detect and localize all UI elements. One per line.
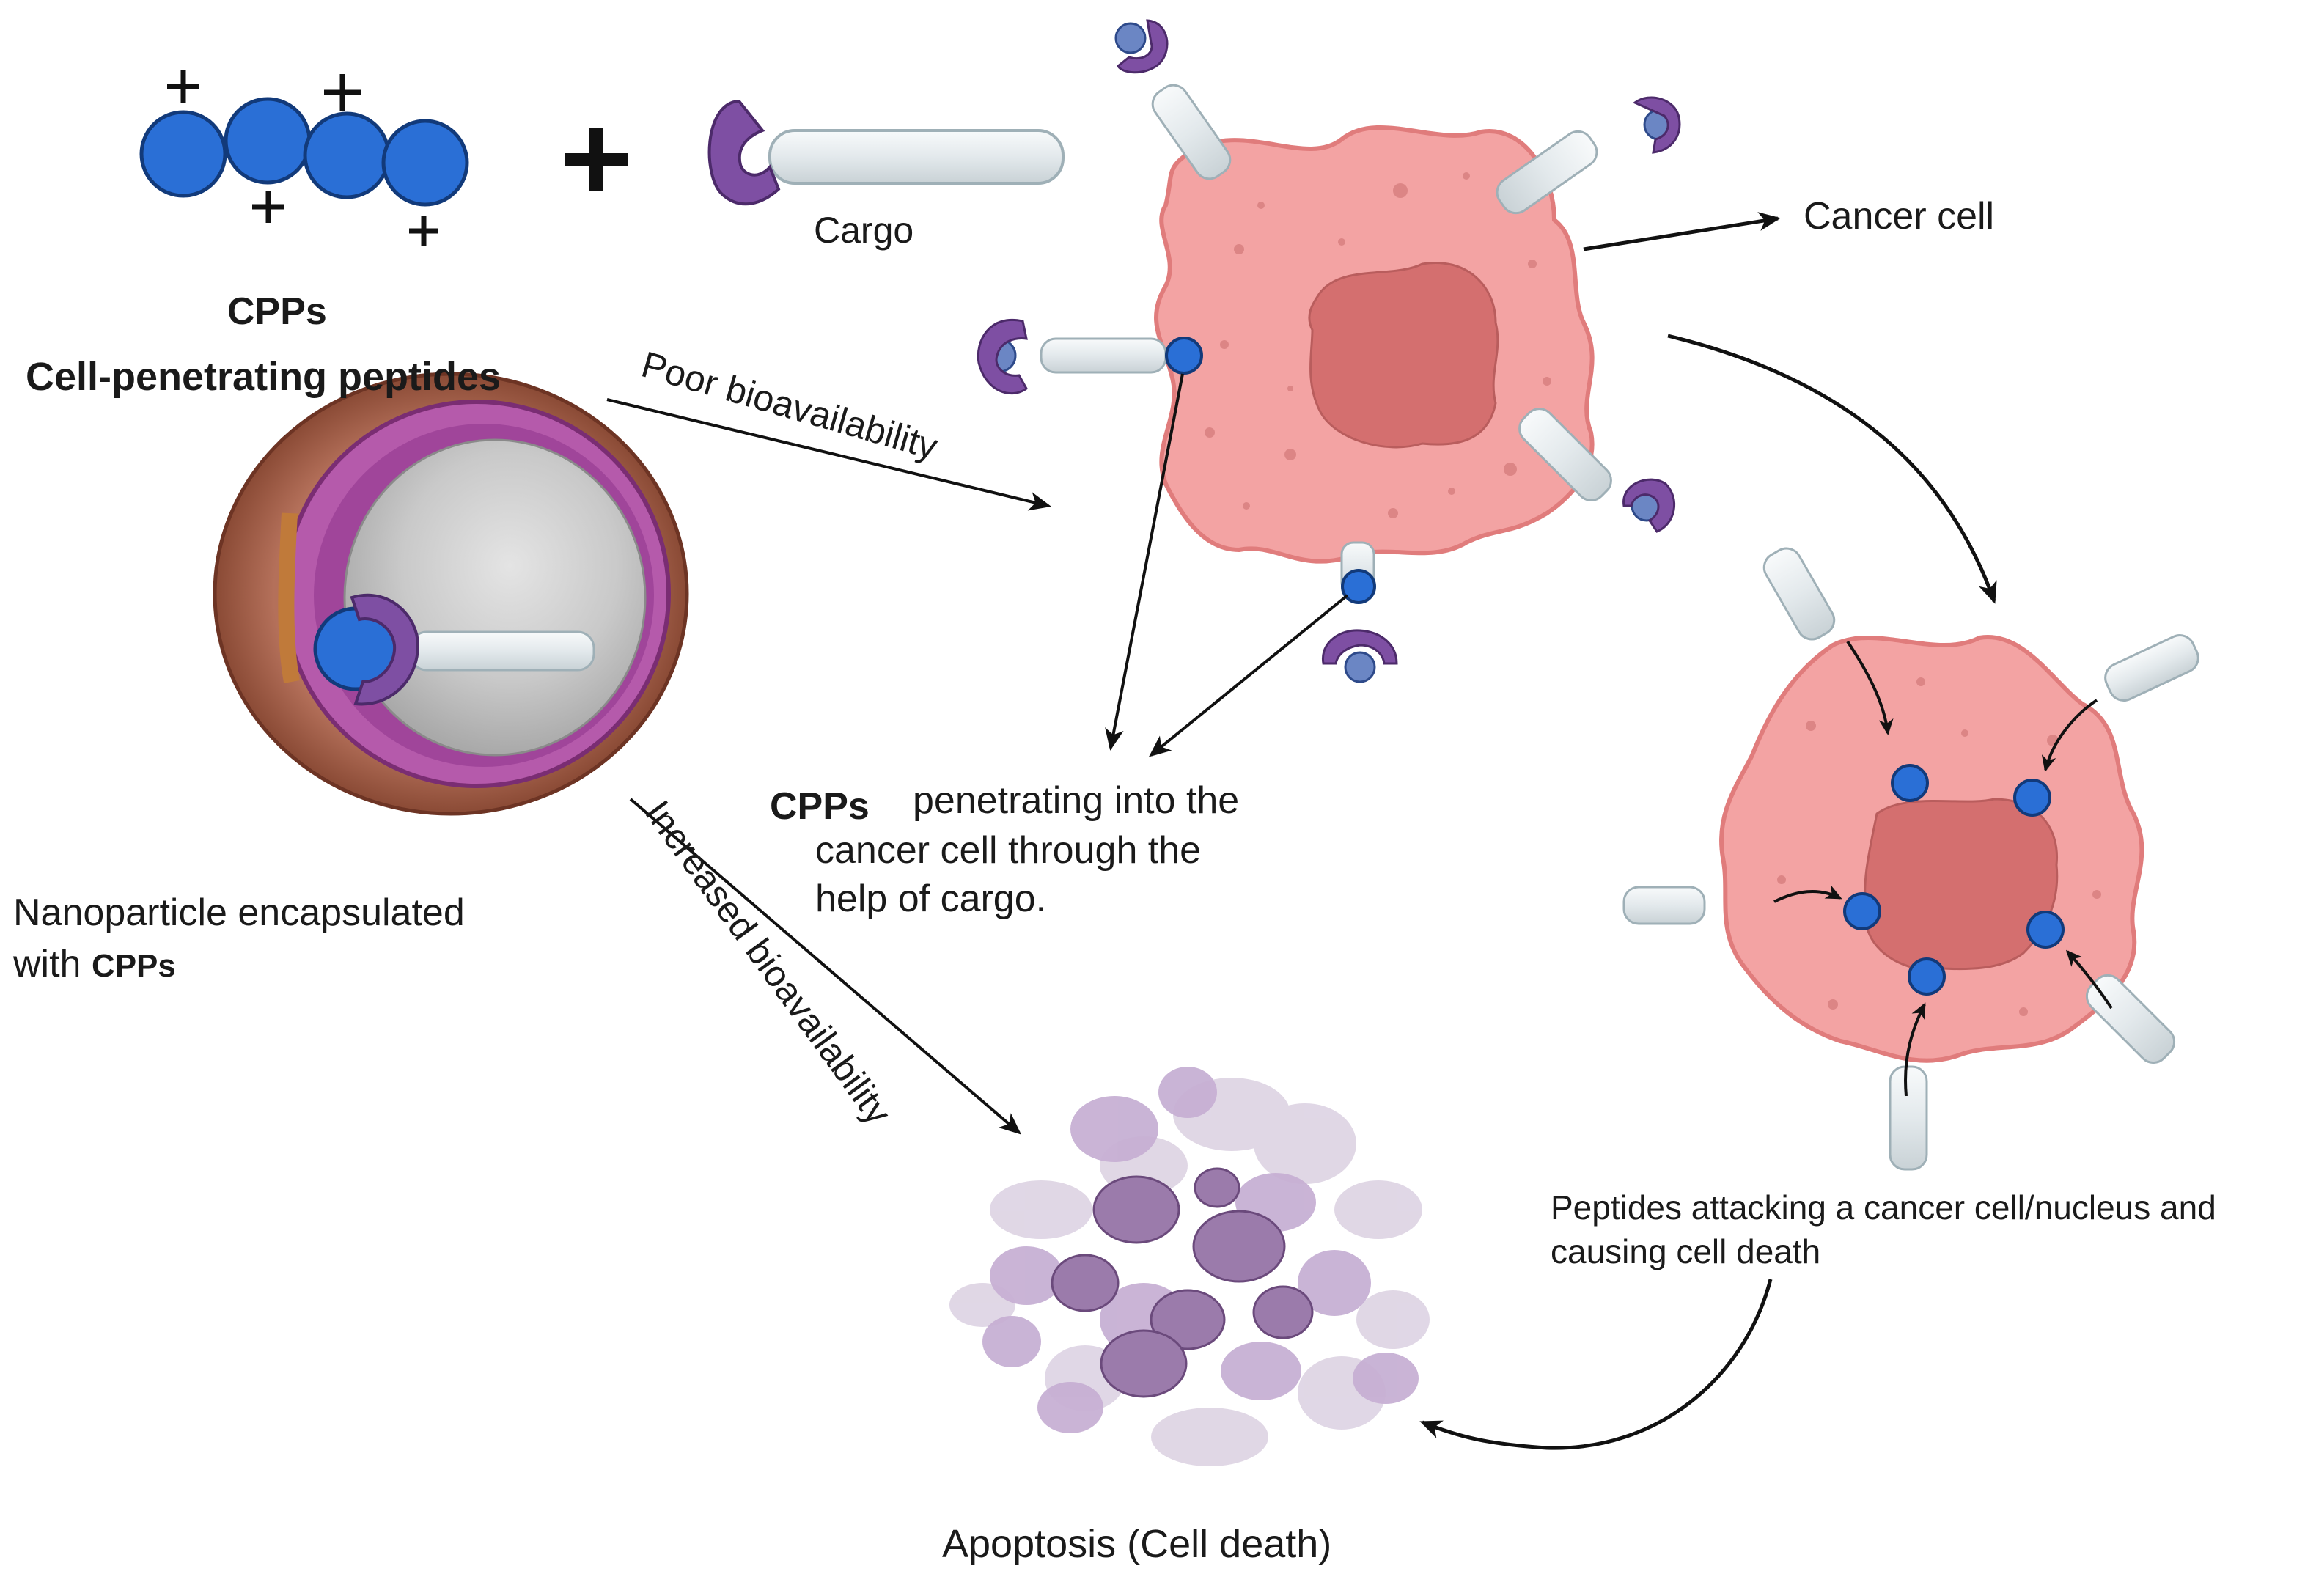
nanoparticle-with: with (13, 943, 81, 985)
nanoparticle (213, 372, 689, 816)
cpp-chain (139, 97, 469, 207)
poor-bioavailability-label: Poor bioavailability (637, 344, 942, 468)
cargo-receptor (1114, 19, 1232, 180)
arrows (606, 212, 1997, 1450)
positive-charges (167, 70, 438, 246)
apoptosis-debris (949, 1067, 1430, 1466)
nanoparticle-label-2: with CPPs (13, 942, 176, 986)
nanoparticle-cpps: CPPs (91, 948, 176, 984)
cargo-receptor (1496, 96, 1681, 215)
cancer-cell-attacked (1622, 547, 2199, 1171)
cargo-label: Cargo (814, 210, 914, 251)
cargo-receptor (1518, 408, 1676, 533)
cargo-receptor (1322, 541, 1398, 683)
attack-label-1: Peptides attacking a cancer cell/nucleus… (1551, 1188, 2216, 1227)
arrow-cpp-penetrate-2 (1148, 594, 1349, 757)
apoptosis-label: Apoptosis (Cell death) (942, 1522, 1332, 1566)
arrow-increased-bioavailability (629, 798, 1022, 1135)
cancer-cell-top (1154, 125, 1595, 564)
arrow-cell-to-attack (1667, 334, 1997, 604)
arrow-cpp-penetrate-1 (1105, 373, 1184, 751)
cargo-molecule (707, 99, 1065, 206)
penetrating-line-1: penetrating into the (913, 779, 1240, 822)
peptide-bead (381, 119, 469, 207)
cargo-receptor (977, 318, 1203, 395)
arrow-attack-to-apoptosis (1419, 1279, 1773, 1450)
penetrating-line-3: help of cargo. (815, 878, 1047, 920)
penetrating-cpps-label: CPPs (770, 785, 870, 828)
penetrating-line-2: cancer cell through the (815, 829, 1202, 872)
cpp-bound (1341, 569, 1376, 604)
peptide-bead (303, 111, 391, 199)
arrow-poor-bioavailability (606, 398, 1051, 511)
plus-operator (565, 128, 628, 191)
peptide-bead (139, 110, 227, 198)
nanoparticle-label-1: Nanoparticle encapsulated (13, 891, 465, 934)
cpps-abbrev-label: CPPs (227, 290, 327, 333)
attack-label-2: causing cell death (1551, 1232, 1821, 1270)
cpps-full-label: Cell-penetrating peptides (26, 355, 501, 399)
cpp-bound (1165, 337, 1203, 375)
peptide-bead (224, 97, 312, 185)
arrow-to-cancer-cell-label (1583, 212, 1781, 251)
cancer-cell-label: Cancer cell (1804, 195, 1995, 238)
